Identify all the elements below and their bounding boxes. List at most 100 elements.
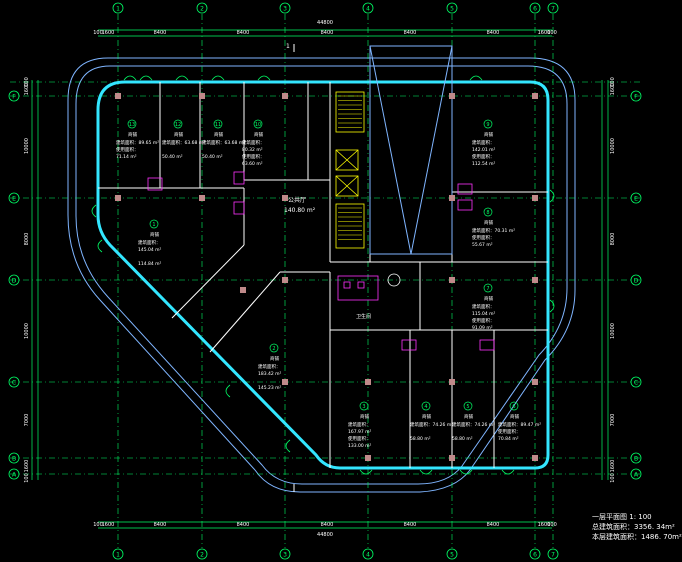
room-area-label: 建筑面积：63.68 m² bbox=[162, 139, 205, 146]
outer-boundary bbox=[67, 57, 576, 493]
room-number: 10 bbox=[255, 122, 261, 128]
room-area-value: 80.32 m² bbox=[242, 147, 263, 153]
drawing-legend: 一层平面图 1: 100 总建筑面积：3356. 34m² 本层建筑面积：148… bbox=[592, 512, 682, 542]
room-area-label: 建筑面积： bbox=[348, 421, 371, 428]
axis-bubble-2: 2 bbox=[196, 548, 208, 560]
axis-label: 5 bbox=[450, 6, 454, 13]
room-usable-value: 145.23 m² bbox=[258, 385, 282, 391]
room-usable-value: 114.84 m² bbox=[138, 261, 162, 267]
column-marker bbox=[199, 93, 205, 99]
column-marker bbox=[532, 455, 538, 461]
axis-bubble-2: 2 bbox=[196, 2, 208, 14]
atrium-void bbox=[369, 45, 453, 255]
left-dimension: 1600 bbox=[24, 83, 30, 96]
room-area-label: 建筑面积：74.26 m² bbox=[452, 421, 495, 428]
axis-label: 6 bbox=[533, 6, 537, 13]
room-area-value: 145.04 m² bbox=[138, 247, 162, 253]
axis-label: B bbox=[12, 456, 16, 463]
axis-label: 7 bbox=[551, 6, 555, 13]
room-number: 2 bbox=[272, 346, 275, 352]
axis-label: F bbox=[634, 94, 638, 101]
column-marker bbox=[449, 379, 455, 385]
column-marker bbox=[449, 93, 455, 99]
top-dimension: 8400 bbox=[237, 30, 250, 36]
room-usable-value: 58.80 m² bbox=[452, 436, 473, 442]
axis-label: 5 bbox=[450, 552, 454, 559]
room-area-label: 建筑面积：89.47 m² bbox=[498, 421, 541, 428]
column-marker bbox=[532, 195, 538, 201]
top-overall-dimension: 44800 bbox=[317, 20, 333, 26]
room-usable-label: 使用面积： bbox=[242, 153, 265, 160]
stair-core bbox=[335, 91, 365, 249]
bottom-dimension: 8400 bbox=[321, 522, 334, 528]
axis-bubble-6: 6 bbox=[529, 548, 541, 560]
column-marker bbox=[449, 195, 455, 201]
axis-label: 1 bbox=[116, 6, 120, 13]
column-marker bbox=[282, 379, 288, 385]
axis-label: 6 bbox=[533, 552, 537, 559]
axis-bubble-B: B bbox=[630, 452, 642, 464]
axis-bubble-5: 5 bbox=[446, 2, 458, 14]
axis-label: 2 bbox=[200, 552, 204, 559]
axis-bubble-C: C bbox=[8, 376, 20, 388]
room-area-value: 183.42 m² bbox=[258, 371, 282, 377]
room-number: 1 bbox=[152, 222, 155, 228]
room-number: 6 bbox=[512, 404, 515, 410]
room-area-label: 建筑面积：63.68 m² bbox=[202, 139, 245, 146]
room-number: 4 bbox=[424, 404, 427, 410]
axis-grid-lines bbox=[10, 14, 640, 548]
column-marker bbox=[532, 93, 538, 99]
axis-bubble-E: E bbox=[8, 192, 20, 204]
drawing-title-row: 一层平面图 1: 100 bbox=[592, 512, 682, 522]
axis-label: B bbox=[634, 456, 638, 463]
axis-label: 3 bbox=[283, 6, 287, 13]
room-number: 13 bbox=[129, 122, 135, 128]
stair-treads bbox=[338, 95, 362, 240]
axis-bubble-C: C bbox=[630, 376, 642, 388]
axis-bubble-F: F bbox=[8, 90, 20, 102]
axis-label: 4 bbox=[366, 552, 370, 559]
top-dimension: 1600 bbox=[102, 30, 115, 36]
right-dimension: 100 bbox=[610, 77, 616, 87]
room-number: 12 bbox=[175, 122, 181, 128]
bottom-overall-dimension: 44800 bbox=[317, 532, 333, 538]
room-usable-value: 91.09 m² bbox=[472, 325, 493, 331]
section-mark-label: 1 bbox=[286, 43, 290, 50]
axis-label: C bbox=[12, 380, 16, 387]
column-marker bbox=[365, 455, 371, 461]
axis-label: 1 bbox=[116, 552, 120, 559]
room-type: 商铺 bbox=[360, 413, 369, 420]
axis-label: 3 bbox=[283, 552, 287, 559]
room-area-value: 115.04 m² bbox=[472, 311, 496, 317]
floor-area-text: 本层建筑面积：1486. 70m² bbox=[592, 533, 682, 541]
axis-bubble-6: 6 bbox=[529, 2, 541, 14]
axis-bubble-A: A bbox=[630, 468, 642, 480]
left-dimension: 8000 bbox=[24, 233, 30, 246]
top-dimension: 8400 bbox=[154, 30, 167, 36]
room-area-label: 建筑面积： bbox=[258, 363, 281, 370]
right-dimension: 8000 bbox=[610, 233, 616, 246]
top-dimension: 8400 bbox=[404, 30, 417, 36]
bottom-dimension: 8400 bbox=[404, 522, 417, 528]
left-dimension: 1600 bbox=[24, 460, 30, 473]
drawing-title: 一层平面图 bbox=[592, 513, 627, 521]
room-type: 商铺 bbox=[128, 131, 137, 138]
bottom-dimension: 1600 bbox=[538, 522, 551, 528]
axis-bubble-3: 3 bbox=[279, 2, 291, 14]
axis-bubble-3: 3 bbox=[279, 548, 291, 560]
hall-label: 公共厅 bbox=[288, 196, 306, 204]
bottom-dimension: 1600 bbox=[102, 522, 115, 528]
left-dimension: 100 bbox=[24, 473, 30, 483]
room-usable-label: 使用面积： bbox=[472, 153, 495, 160]
right-dimension: 10000 bbox=[610, 138, 616, 154]
axis-bubble-4: 4 bbox=[362, 548, 374, 560]
bottom-dimension: 100 bbox=[547, 522, 557, 528]
